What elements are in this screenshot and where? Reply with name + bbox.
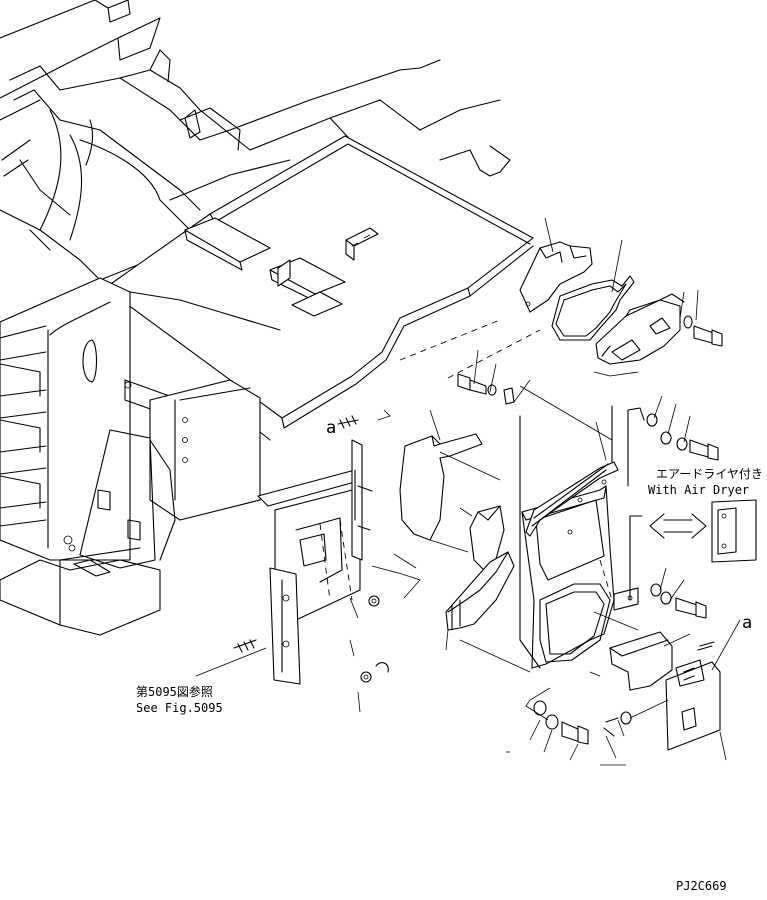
- air-dryer-bracket: [627, 407, 757, 601]
- right-bracket-upper: [519, 241, 723, 365]
- see-figure-label-en: See Fig.5095: [136, 701, 223, 715]
- air-dryer-label-jp: エアードライヤ付き: [656, 467, 763, 481]
- reference-label-a-left: a: [326, 418, 337, 438]
- see-figure-label-jp: 第5095図参照: [136, 685, 213, 699]
- leader-lines: [195, 217, 741, 766]
- right-fasteners: [533, 413, 719, 745]
- screws-left: [233, 415, 359, 653]
- center-frame-panel: [519, 405, 619, 669]
- bolts-center: [399, 319, 541, 405]
- drawing-code: PJ2C669: [676, 879, 727, 893]
- lower-duct: [0, 379, 261, 636]
- reference-label-a-right: a: [742, 613, 753, 633]
- air-dryer-label-en: With Air Dryer: [648, 483, 750, 497]
- engine-hood-block: [0, 277, 281, 561]
- center-cover-pieces: [399, 433, 515, 631]
- main-cover-plate: [104, 135, 534, 434]
- chassis-frame: [0, 0, 511, 281]
- side-panel-left: [257, 439, 389, 685]
- right-lower-covers: [609, 631, 721, 751]
